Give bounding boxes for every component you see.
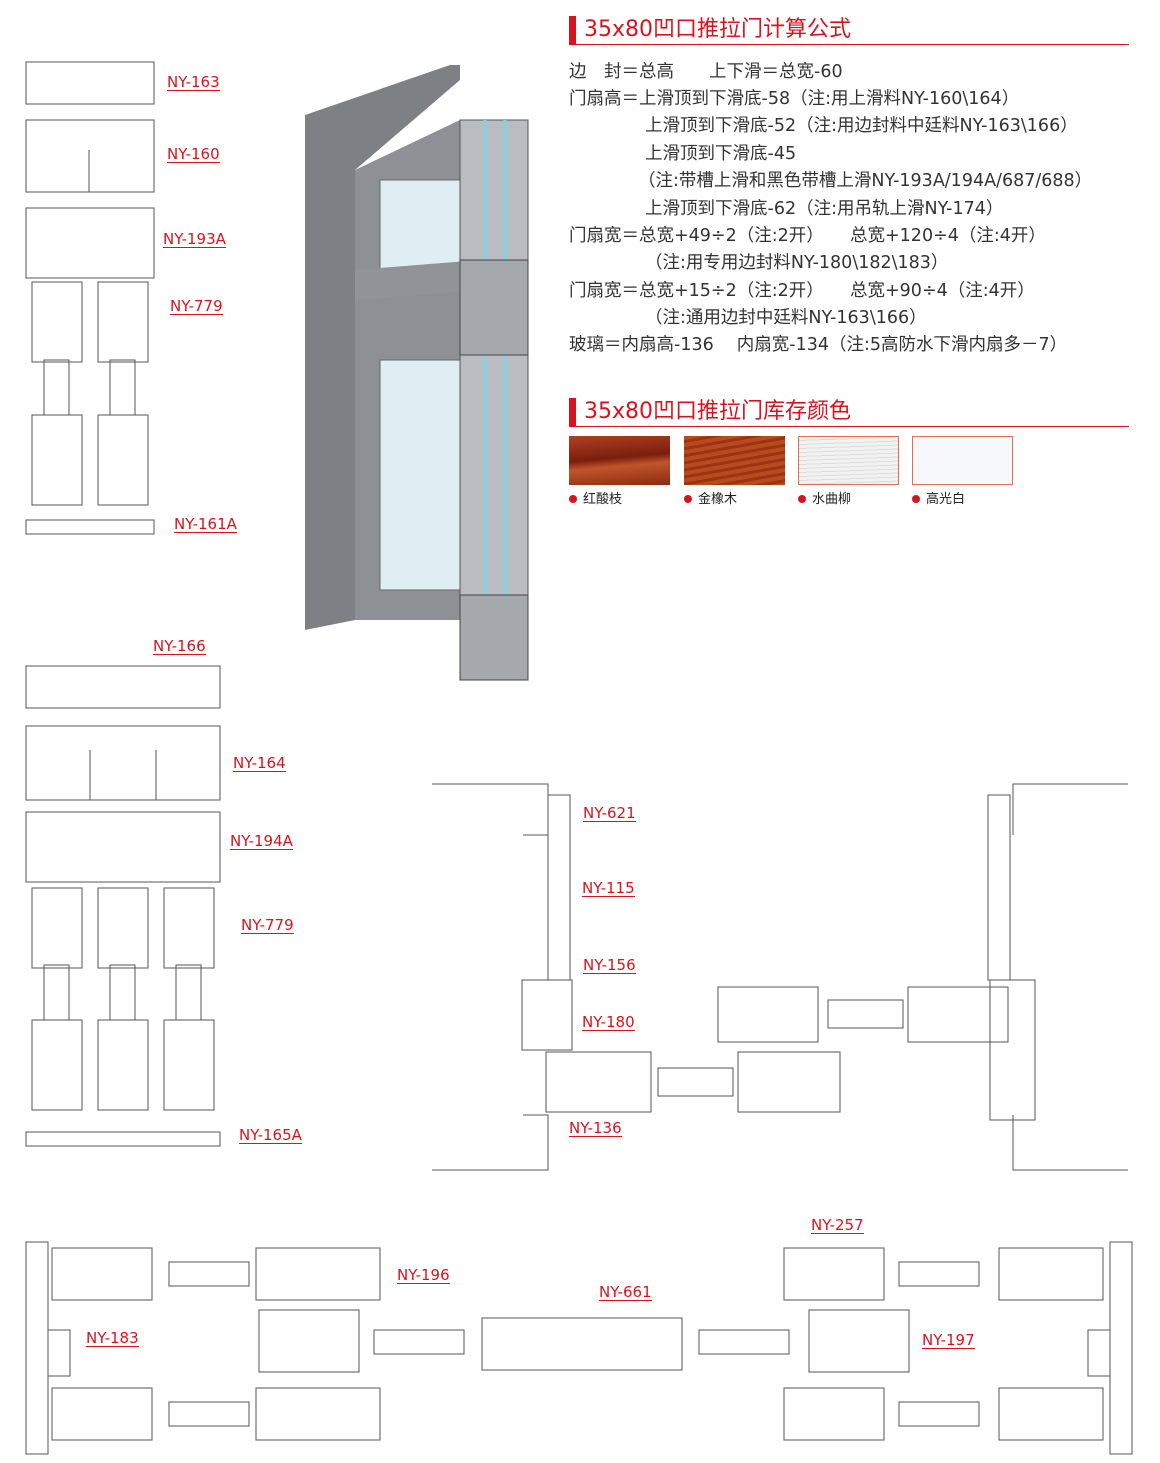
swatch-label: 高光白 — [912, 488, 965, 507]
formula-line: （注:用专用边封料NY-180\182\183） — [645, 253, 949, 273]
profile-label: NY-164 — [233, 754, 286, 772]
swatch-golden-oak — [684, 436, 785, 485]
section-drawing-middle — [432, 783, 1128, 1171]
formula-line: （注:通用边封中廷料NY-163\166） — [645, 308, 927, 328]
profile-drawings-set-1 — [25, 61, 155, 535]
profile-label: NY-621 — [583, 804, 636, 822]
profile-label: NY-161A — [174, 515, 237, 533]
swatch-red-rosewood — [569, 436, 670, 485]
profile-drawings-set-2 — [25, 665, 221, 1147]
profile-label: NY-193A — [163, 230, 226, 248]
swatch-label: 金橡木 — [684, 488, 737, 507]
profile-label: NY-136 — [569, 1119, 622, 1137]
profile-label: NY-196 — [397, 1266, 450, 1284]
profile-label: NY-166 — [153, 637, 206, 655]
formula-line: 门扇高＝上滑顶到下滑底-58（注:用上滑料NY-160\164） — [569, 89, 1020, 109]
profile-label: NY-194A — [230, 832, 293, 850]
section-drawing-bottom — [25, 1241, 1133, 1455]
profile-label: NY-779 — [170, 297, 223, 315]
door-render — [305, 65, 529, 681]
formula-title: 35x80凹口推拉门计算公式 — [569, 16, 1129, 45]
formula-line: 上滑顶到下滑底-45 — [645, 144, 797, 164]
formula-line: 上滑顶到下滑底-52（注:用边封料中廷料NY-163\166） — [645, 116, 1078, 136]
profile-label: NY-165A — [239, 1126, 302, 1144]
swatch-ash — [798, 436, 899, 485]
profile-label: NY-180 — [582, 1013, 635, 1031]
swatch-label: 水曲柳 — [798, 488, 851, 507]
formula-line: （注:带槽上滑和黑色带槽上滑NY-193A/194A/687/688） — [638, 171, 1093, 191]
profile-label: NY-183 — [86, 1329, 139, 1347]
profile-label: NY-779 — [241, 916, 294, 934]
formula-line: 上滑顶到下滑底-62（注:用吊轨上滑NY-174） — [645, 199, 1004, 219]
formula-line: 边 封＝总高 上下滑＝总宽-60 — [569, 62, 843, 82]
profile-label: NY-257 — [811, 1216, 864, 1234]
profile-label: NY-156 — [583, 956, 636, 974]
profile-label: NY-163 — [167, 73, 220, 91]
profile-label: NY-160 — [167, 145, 220, 163]
swatch-label: 红酸枝 — [569, 488, 622, 507]
profile-label: NY-661 — [599, 1283, 652, 1301]
formula-line: 门扇宽＝总宽+15÷2（注:2开） 总宽+90÷4（注:4开） — [569, 281, 1035, 301]
profile-label: NY-115 — [582, 879, 635, 897]
profile-label: NY-197 — [922, 1331, 975, 1349]
swatch-gloss-white — [912, 436, 1013, 485]
formula-line: 门扇宽＝总宽+49÷2（注:2开） 总宽+120÷4（注:4开） — [569, 226, 1046, 246]
formula-line: 玻璃＝内扇高-136 内扇宽-134（注:5高防水下滑内扇多－7） — [569, 335, 1068, 355]
colors-title: 35x80凹口推拉门库存颜色 — [569, 398, 1129, 427]
